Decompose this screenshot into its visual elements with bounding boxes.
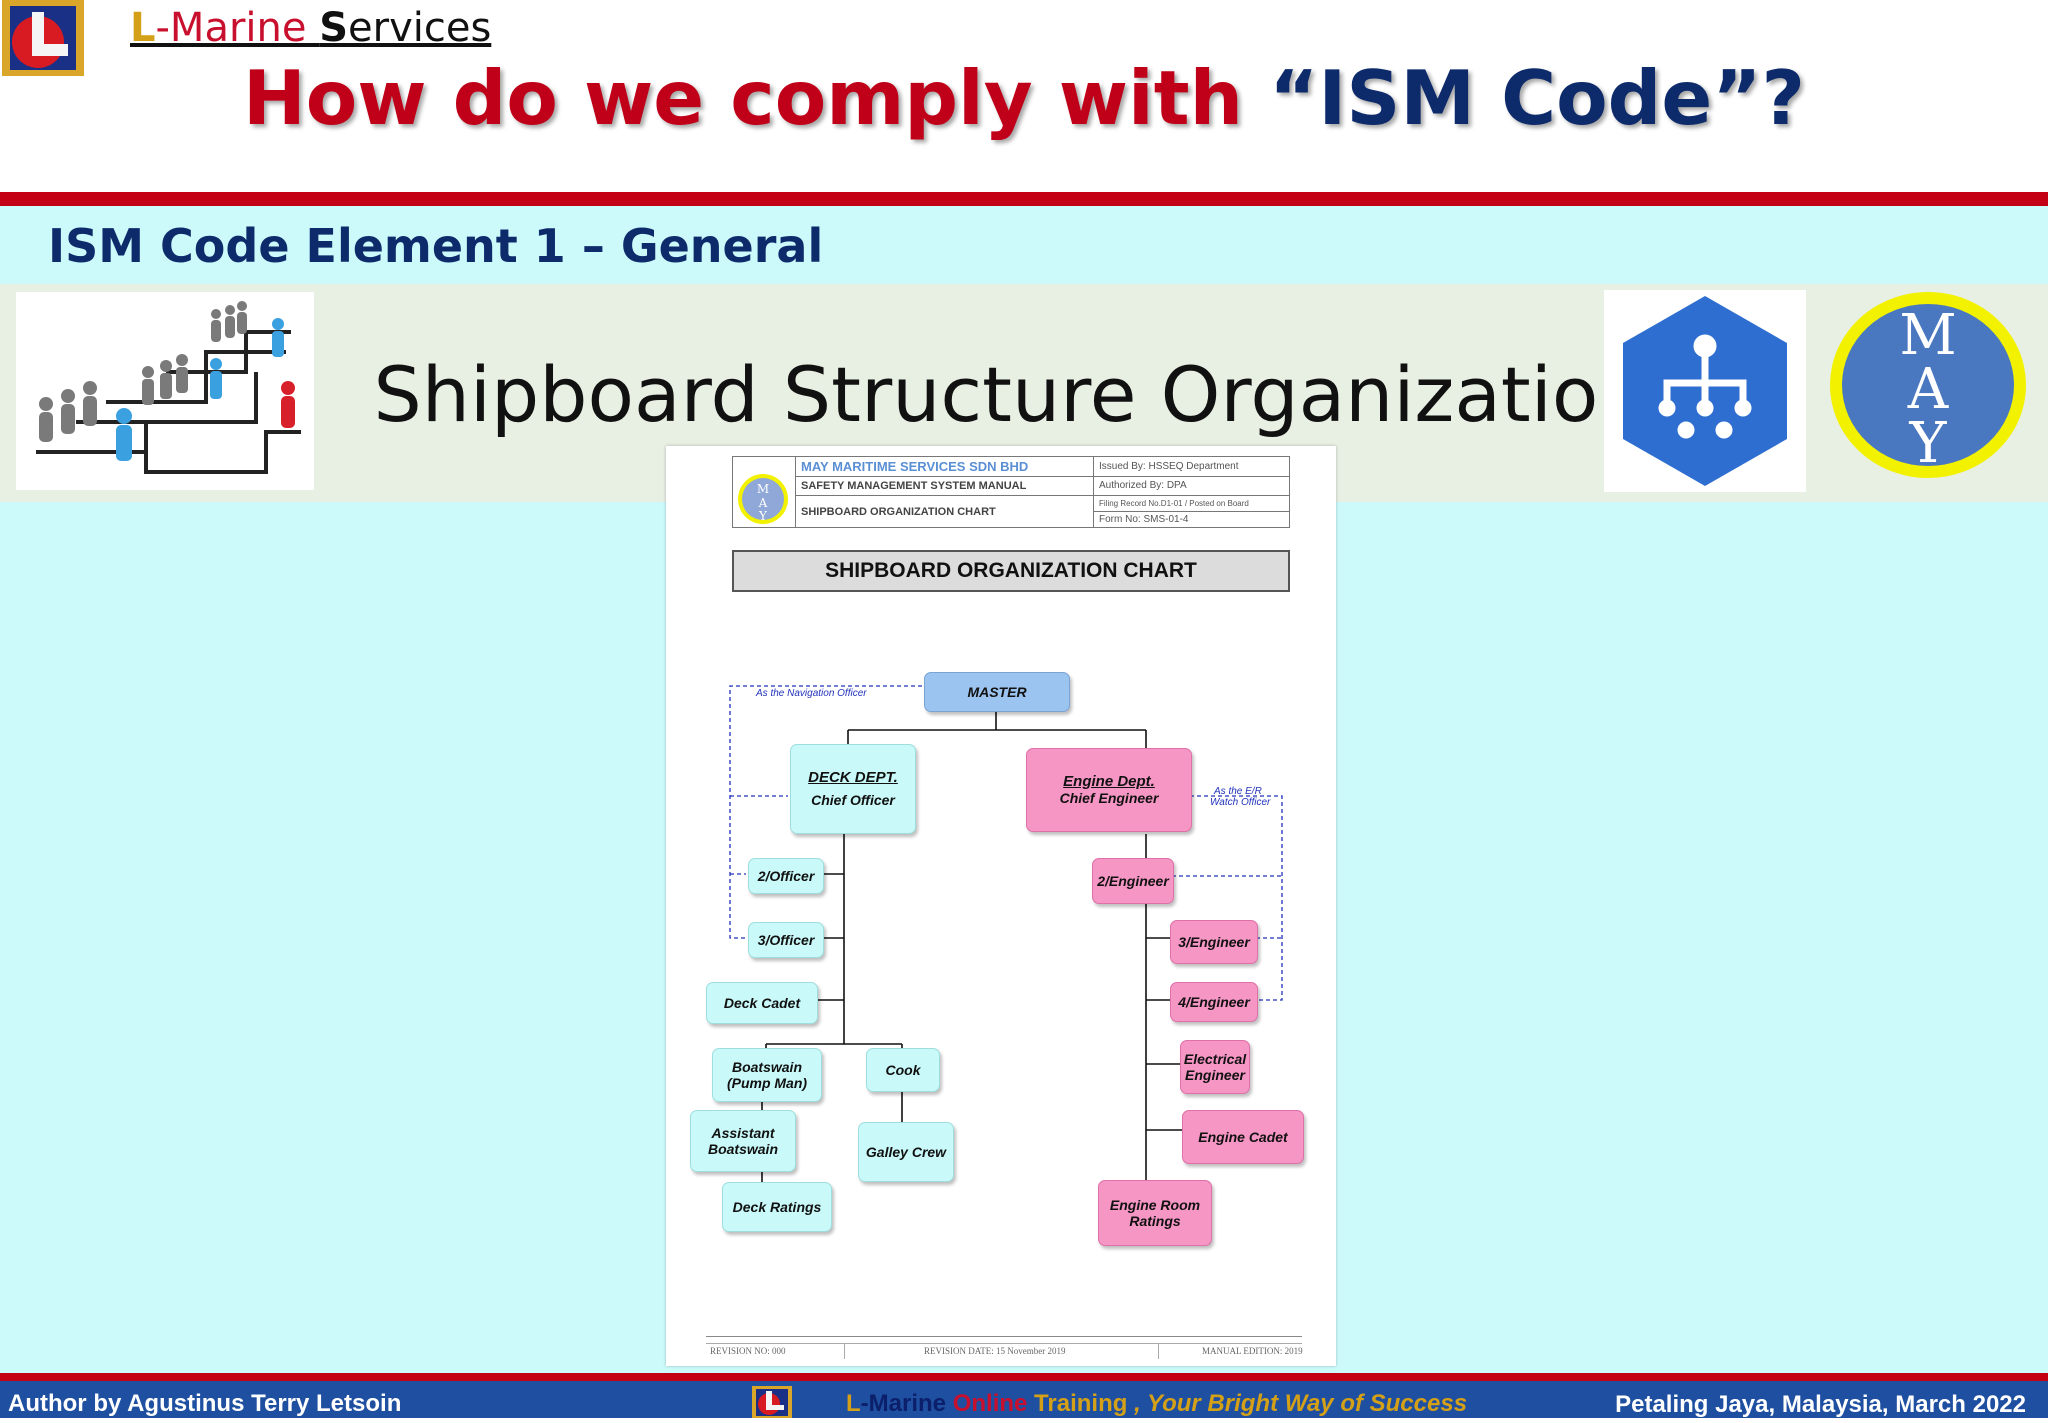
node-second-officer: 2/Officer — [748, 858, 824, 894]
doc-issued-by: Issued By: HSSEQ Department — [1099, 461, 1239, 472]
node-boatswain: Boatswain(Pump Man) — [712, 1048, 822, 1102]
svg-text:Y: Y — [758, 509, 768, 523]
node-galley-crew: Galley Crew — [858, 1122, 954, 1182]
page-title: How do we comply with “ISM Code”? — [242, 54, 1806, 142]
doc-title: SHIPBOARD ORGANIZATION CHART — [801, 506, 996, 518]
people-hierarchy-icon — [16, 292, 314, 490]
node-second-engineer: 2/Engineer — [1092, 858, 1174, 904]
doc-manual-edition: MANUAL EDITION: 2019 — [1202, 1346, 1303, 1356]
doc-company: MAY MARITIME SERVICES SDN BHD — [801, 459, 1029, 474]
badge-letter-m: M — [1899, 303, 1956, 368]
node-third-engineer: 3/Engineer — [1170, 920, 1258, 964]
brand-name: L-Marine Services — [130, 5, 492, 51]
footer-bar — [0, 1381, 2048, 1418]
node-master: MASTER — [924, 672, 1070, 712]
svg-text:M: M — [757, 482, 769, 496]
node-cook: Cook — [866, 1048, 940, 1092]
doc-manual: SAFETY MANAGEMENT SYSTEM MANUAL — [801, 480, 1027, 492]
footer-divider — [0, 1373, 2048, 1381]
node-deck-cadet: Deck Cadet — [706, 982, 818, 1024]
chart-title: SHIPBOARD ORGANIZATION CHART — [732, 550, 1290, 592]
doc-form-no: Form No: SMS-01-4 — [1099, 514, 1189, 525]
company-logo-icon — [2, 0, 84, 76]
node-fourth-engineer: 4/Engineer — [1170, 982, 1258, 1022]
badge-letter-a: A — [1907, 357, 1949, 422]
doc-revision-no: REVISION NO: 000 — [710, 1346, 786, 1356]
doc-filing-record: Filing Record No.D1-01 / Posted on Board — [1099, 499, 1249, 508]
node-deck-dept: DECK DEPT. Chief Officer — [790, 744, 916, 834]
node-engine-dept: Engine Dept. Chief Engineer — [1026, 748, 1192, 832]
svg-text:A: A — [758, 496, 768, 510]
section-heading: Shipboard Structure Organization — [373, 350, 1647, 439]
org-chart-document: M A Y MAY MARITIME SERVICES SDN BHD SAFE… — [666, 446, 1336, 1366]
badge-letter-y: Y — [1909, 411, 1948, 476]
footer-place-date: Petaling Jaya, Malaysia, March 2022 — [1615, 1391, 2026, 1418]
header-divider — [0, 192, 2048, 206]
footer-author: Author by Agustinus Terry Letsoin — [8, 1390, 402, 1417]
doc-revision-date: REVISION DATE: 15 November 2019 — [924, 1346, 1066, 1356]
er-watch-note-line2: Watch Officer — [1210, 797, 1271, 808]
footer-logo-icon — [752, 1386, 792, 1418]
nav-officer-note: As the Navigation Officer — [756, 688, 867, 699]
document-footer: REVISION NO: 000 REVISION DATE: 15 Novem… — [706, 1336, 1303, 1359]
doc-authorized-by: Authorized By: DPA — [1099, 480, 1187, 491]
element-subtitle: ISM Code Element 1 – General — [48, 219, 824, 273]
document-logo-icon: M A Y — [738, 474, 788, 524]
org-chart-hex-icon — [1604, 290, 1806, 492]
org-connectors — [729, 685, 1283, 1182]
document-header: M A Y MAY MARITIME SERVICES SDN BHD SAFE… — [732, 456, 1290, 528]
er-watch-note-line1: As the E/R — [1214, 786, 1262, 797]
subtitle-band — [0, 206, 2048, 284]
node-engine-cadet: Engine Cadet — [1182, 1110, 1304, 1164]
footer-tagline: L-Marine Online Training , Your Bright W… — [846, 1390, 1468, 1417]
node-deck-ratings: Deck Ratings — [722, 1182, 832, 1232]
may-badge-icon: M A Y — [1828, 290, 2028, 480]
node-third-officer: 3/Officer — [748, 922, 824, 958]
